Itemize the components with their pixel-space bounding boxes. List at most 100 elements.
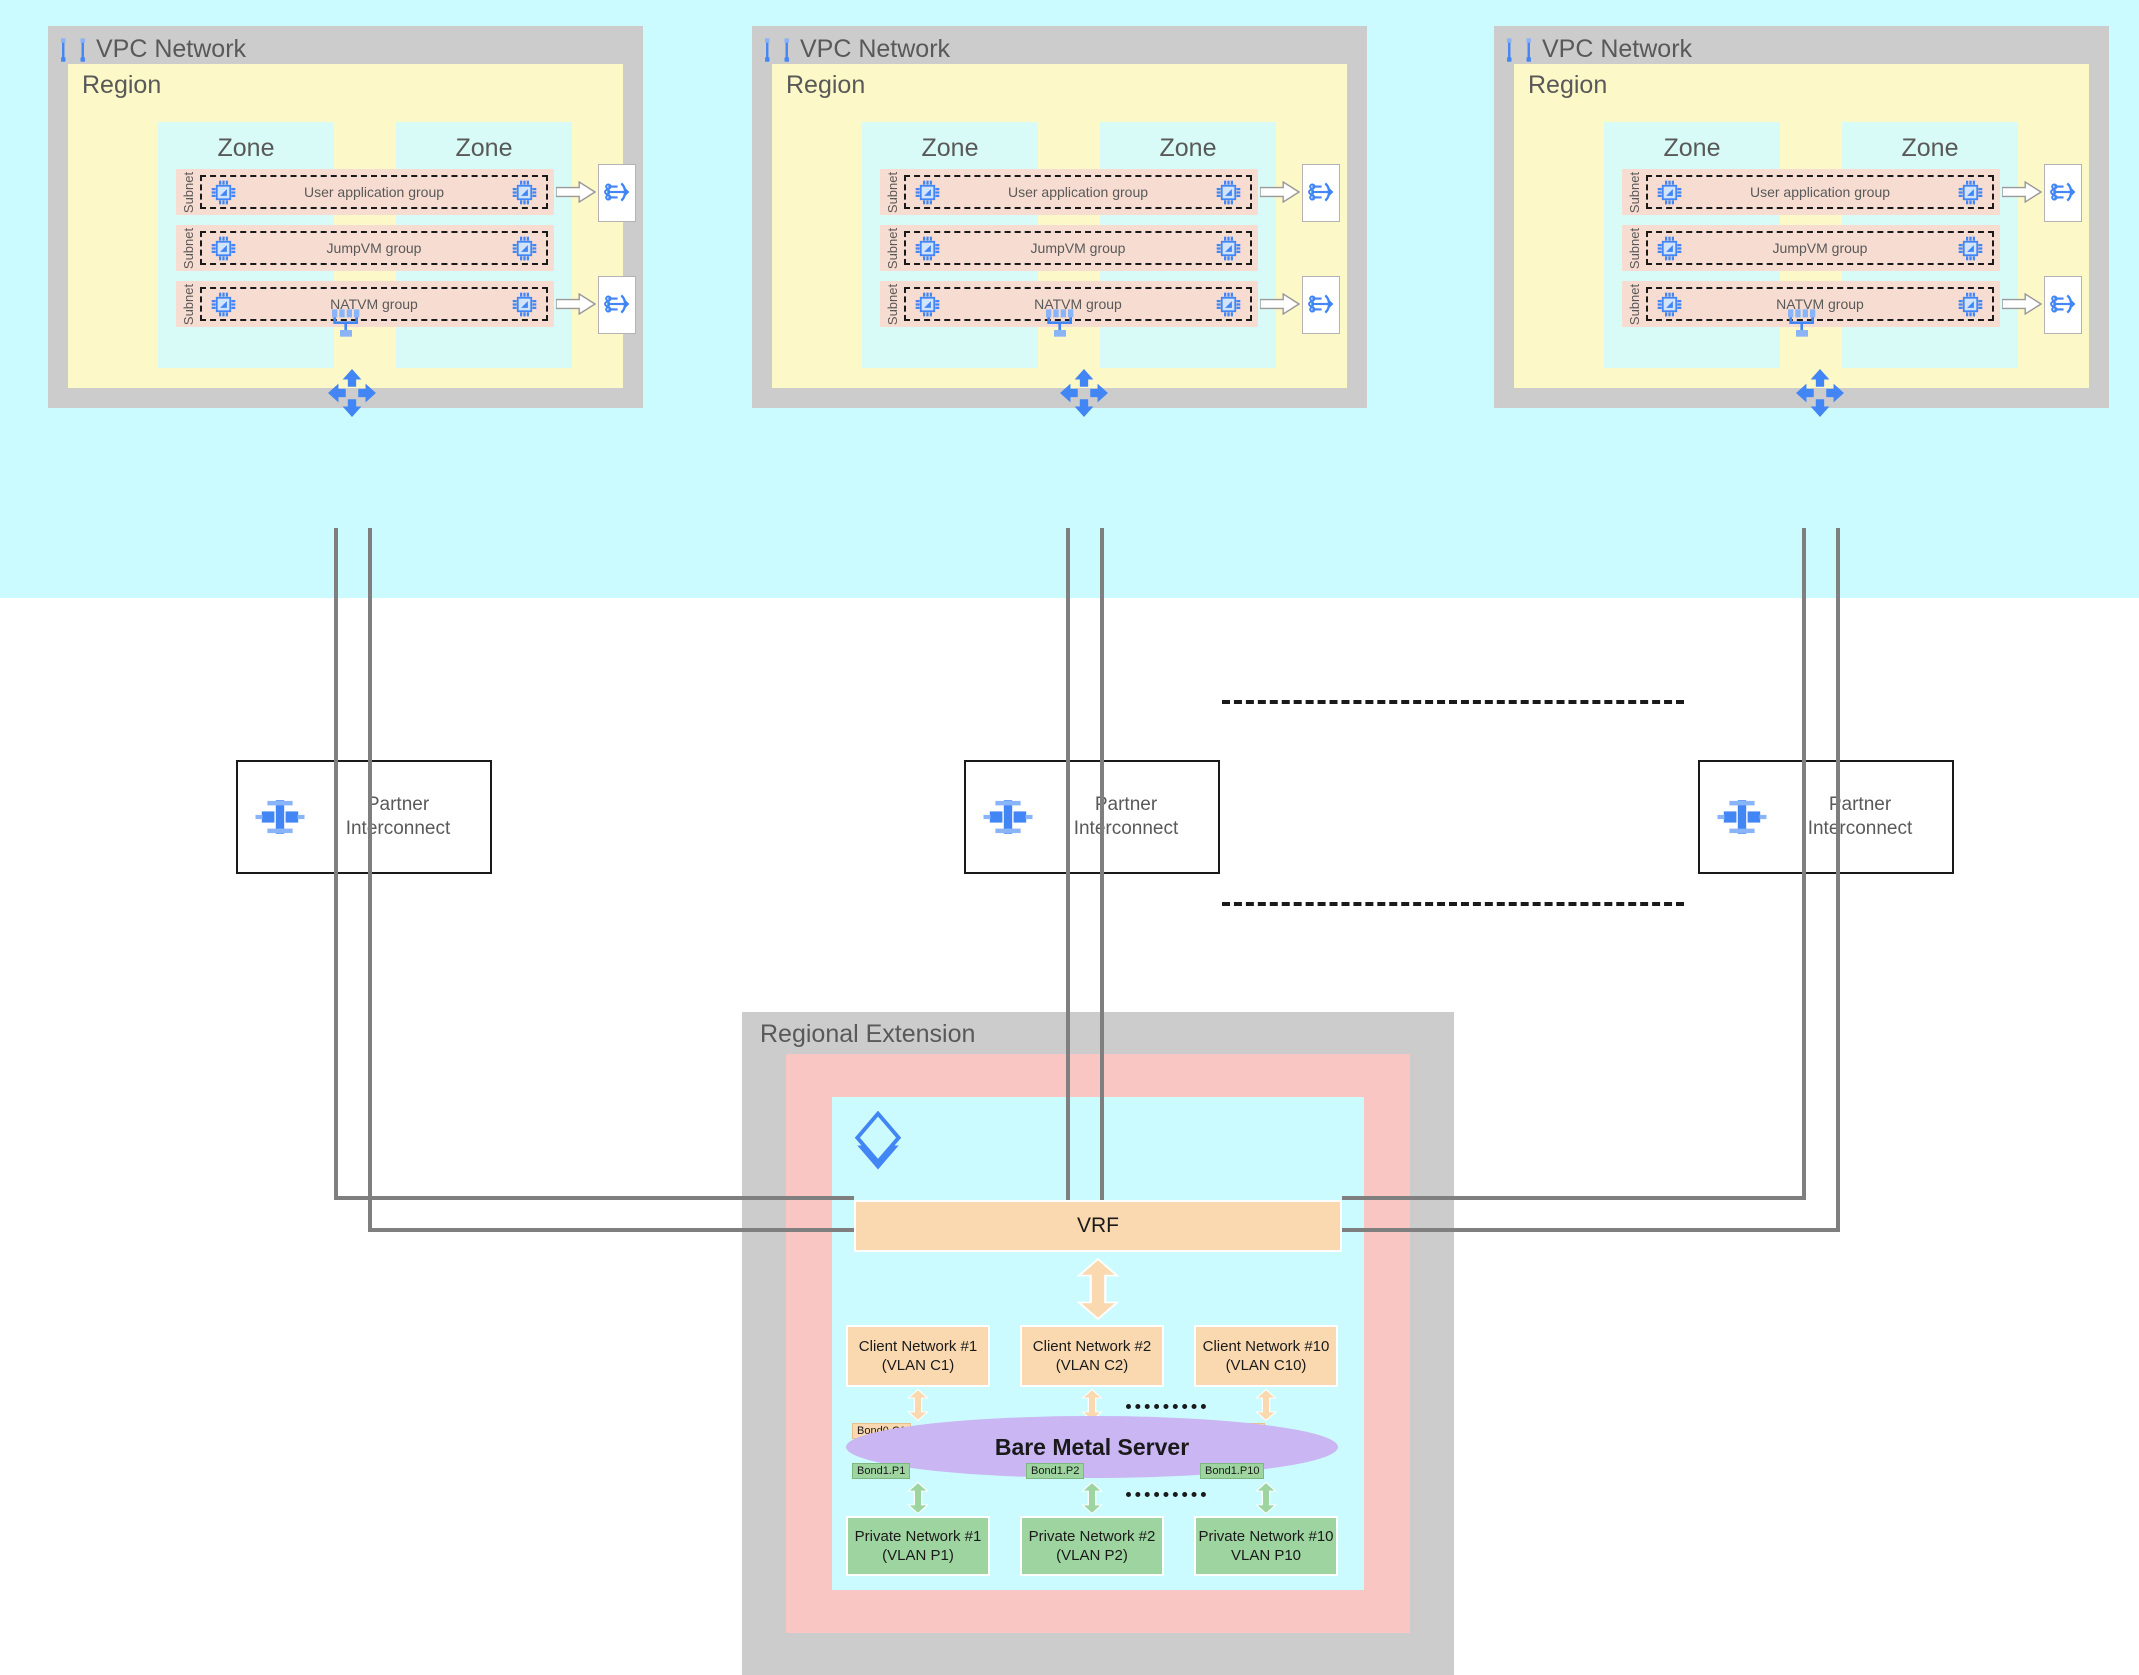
vpc-network-icon bbox=[764, 37, 790, 63]
subnet-label-text: Subnet bbox=[1627, 227, 1643, 269]
subnet-label-text: Subnet bbox=[1627, 283, 1643, 325]
regional-extension-title: Regional Extension bbox=[760, 1020, 976, 1048]
private-network-box-1: Private Network #1(VLAN P1) bbox=[846, 1516, 990, 1576]
vpc-network-icon bbox=[60, 37, 86, 63]
client-ellipsis-separator bbox=[1126, 1404, 1206, 1409]
vm-chip-icon-left bbox=[914, 291, 941, 318]
private-network-name: Private Network #2 bbox=[1028, 1528, 1156, 1545]
instance-group-2: JumpVM group bbox=[904, 231, 1252, 265]
zone-label: Zone bbox=[921, 134, 979, 162]
load-balancer-2-3 bbox=[1302, 276, 1340, 334]
subnet-row-1-1: Subnet User application group bbox=[176, 169, 554, 215]
private-network-name: Private Network #10 bbox=[1198, 1528, 1334, 1545]
bond-tag-private-2: Bond1.P2 bbox=[1026, 1463, 1085, 1479]
cloud-router-icon-3 bbox=[1795, 368, 1845, 418]
partner-interconnect-line2: Interconnect bbox=[1073, 818, 1179, 839]
private-bond-arrow-1 bbox=[907, 1481, 929, 1515]
bond-tag-private-1: Bond1.P1 bbox=[852, 1463, 911, 1479]
load-balancer-icon bbox=[2050, 291, 2076, 317]
client-network-name: Client Network #1 bbox=[858, 1338, 978, 1355]
private-network-vlan: VLAN P10 bbox=[1230, 1547, 1302, 1564]
client-network-vlan: (VLAN C2) bbox=[1055, 1357, 1129, 1374]
wire-vpc3-a-horizontal bbox=[1342, 1196, 1806, 1200]
zone-label: Zone bbox=[455, 134, 513, 162]
client-network-vlan: (VLAN C1) bbox=[881, 1357, 955, 1374]
vm-chip-icon-left bbox=[1656, 235, 1683, 262]
vm-chip-icon-right bbox=[511, 179, 538, 206]
subnet-label: Subnet bbox=[883, 169, 903, 215]
subnet-label: Subnet bbox=[1625, 281, 1645, 327]
subnet-row-2-2: Subnet JumpVM group bbox=[880, 225, 1258, 271]
instance-group-label: User application group bbox=[303, 184, 445, 200]
load-balancer-icon bbox=[1308, 179, 1334, 205]
zone-label: Zone bbox=[1901, 134, 1959, 162]
flow-arrow-3 bbox=[1259, 292, 1301, 316]
private-network-vlan: (VLAN P1) bbox=[882, 1547, 954, 1564]
subnet-label-text: Subnet bbox=[181, 227, 197, 269]
subnet-row-1-2: Subnet JumpVM group bbox=[176, 225, 554, 271]
partner-interconnect-icon bbox=[252, 798, 308, 836]
load-balancer-3-1 bbox=[2044, 164, 2082, 222]
bond-tag-private-3: Bond1.P10 bbox=[1200, 1463, 1265, 1479]
load-balancer-3-3 bbox=[2044, 276, 2082, 334]
vm-chip-icon-left bbox=[914, 179, 941, 206]
subnet-label-text: Subnet bbox=[885, 227, 901, 269]
zone-label: Zone bbox=[1663, 134, 1721, 162]
instance-group-1: User application group bbox=[1646, 175, 1994, 209]
cloud-router-icon-2 bbox=[1059, 368, 1109, 418]
instance-group-label: NATVM group bbox=[330, 296, 418, 312]
instance-group-label: NATVM group bbox=[1776, 296, 1864, 312]
vm-chip-icon-left bbox=[1656, 291, 1683, 318]
instance-group-label: JumpVM group bbox=[1772, 240, 1868, 256]
vm-chip-icon-right bbox=[511, 291, 538, 318]
partner-interconnect-icon bbox=[980, 798, 1036, 836]
instance-group-1: User application group bbox=[200, 175, 548, 209]
subnet-label-text: Subnet bbox=[885, 283, 901, 325]
client-bond-arrow-1 bbox=[907, 1388, 929, 1422]
load-balancer-icon bbox=[604, 179, 630, 205]
load-balancer-icon bbox=[604, 291, 630, 317]
private-network-vlan: (VLAN P2) bbox=[1056, 1547, 1128, 1564]
flow-arrow-1 bbox=[2001, 180, 2043, 204]
subnet-label: Subnet bbox=[883, 281, 903, 327]
region-continuation-dashes-bottom bbox=[1222, 902, 1684, 906]
flow-arrow-1 bbox=[555, 180, 597, 204]
vrf-box: VRF bbox=[854, 1200, 1342, 1252]
wire-vpc3-b-horizontal bbox=[1342, 1228, 1840, 1232]
subnet-row-3-1: Subnet User application group bbox=[1622, 169, 2000, 215]
instance-group-label: User application group bbox=[1007, 184, 1149, 200]
client-network-box-1: Client Network #1 (VLAN C1) bbox=[846, 1325, 990, 1387]
client-network-box-3: Client Network #10(VLAN C10) bbox=[1194, 1325, 1338, 1387]
vm-chip-icon-right bbox=[511, 235, 538, 262]
subnet-row-2-1: Subnet User application group bbox=[880, 169, 1258, 215]
vpc-network-title: VPC Network bbox=[96, 35, 247, 63]
wire-vpc3-b-vertical bbox=[1836, 528, 1840, 1228]
instance-group-3: NATVM group bbox=[200, 287, 548, 321]
partner-interconnect-line1: Partner bbox=[1094, 794, 1158, 815]
subnet-label: Subnet bbox=[179, 225, 199, 271]
vm-chip-icon-left bbox=[914, 235, 941, 262]
vpc-network-title: VPC Network bbox=[1542, 35, 1693, 63]
client-network-vlan: (VLAN C10) bbox=[1225, 1357, 1307, 1374]
partner-interconnect-line1: Partner bbox=[366, 794, 430, 815]
subnet-label: Subnet bbox=[179, 169, 199, 215]
subnet-row-3-2: Subnet JumpVM group bbox=[1622, 225, 2000, 271]
wire-vpc1-b-horizontal bbox=[368, 1228, 854, 1232]
network-tree-icon bbox=[1044, 308, 1076, 340]
flow-arrow-3 bbox=[2001, 292, 2043, 316]
load-balancer-1-3 bbox=[598, 276, 636, 334]
flow-arrow-3 bbox=[555, 292, 597, 316]
vm-chip-icon-right bbox=[1957, 291, 1984, 318]
instance-group-3: NATVM group bbox=[1646, 287, 1994, 321]
subnet-label-text: Subnet bbox=[181, 171, 197, 213]
load-balancer-icon bbox=[1308, 291, 1334, 317]
instance-group-label: NATVM group bbox=[1034, 296, 1122, 312]
region-label: Region bbox=[786, 71, 866, 99]
